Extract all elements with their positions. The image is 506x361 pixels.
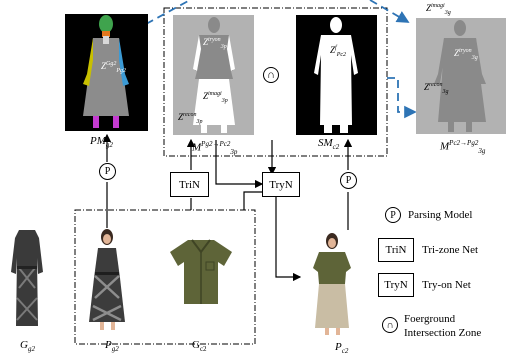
label-pm-g2: PMg2 (90, 135, 113, 150)
m3g-recon-text: Zrecon3g (424, 82, 449, 95)
person-pc2-image (305, 232, 359, 337)
silhouette-mask-panel: ZfPc2 (296, 15, 377, 135)
label-p-g2: Pg2 (105, 339, 119, 354)
label-sm-c2: SMc2 (318, 137, 340, 152)
parsing-map-figure (83, 15, 129, 128)
arrow-m3p-to-tryn (215, 140, 264, 189)
parsing-node-left: P (99, 163, 116, 180)
person-dress-figure (89, 229, 125, 330)
label-m3g: MPc2→Pg23g (440, 139, 486, 155)
tri-zone-mask-panel: Ztryon3p Zimagi3p Zrecon3p (173, 15, 254, 135)
legend-intersection-label-1: Foerground (404, 313, 456, 325)
m3g-imagi-text: Zimagi3g (426, 3, 451, 16)
person-pg2-image (81, 228, 133, 332)
dashed-arrow-sm-to-m3g (387, 77, 417, 119)
legend-parsing-symbol: P (385, 207, 401, 223)
sm-latent-text: ZfPc2 (330, 45, 347, 58)
trin-node: TriN (170, 172, 209, 197)
garment-gg2-image (5, 228, 49, 328)
arrow-tryn-to-pc2 (275, 197, 302, 282)
legend-parsing-label: Parsing Model (408, 209, 473, 221)
parsing-map-panel: ZGg2Pg2 (65, 14, 148, 131)
tryn-node: TryN (262, 172, 300, 197)
legend-intersection-symbol: ∩ (382, 317, 398, 333)
tri-zone-figure (193, 17, 235, 133)
m3p-recon-text: Zrecon3p (178, 112, 203, 125)
dress-garment-figure (11, 230, 43, 326)
label-p-c2: Pc2 (335, 341, 349, 356)
m3g-figure (434, 20, 486, 132)
legend-tryn-label: Try-on Net (422, 279, 471, 291)
legend: P Parsing Model TriN Tri-zone Net TryN T… (372, 203, 506, 361)
garment-gc2-image (166, 234, 236, 306)
person-shirt-figure (313, 233, 351, 335)
silhouette-figure (314, 17, 358, 133)
dashed-arrow-top-right (369, 0, 410, 23)
m3p-imagi-text: Zimagi3p (203, 91, 228, 104)
legend-trin-box: TriN (378, 238, 414, 262)
arrow-gc2-to-tryn (243, 191, 262, 210)
legend-trin-label: Tri-zone Net (422, 244, 479, 256)
m3g-tryon-text: Ztryon3g (454, 48, 478, 61)
dashed-arrow-top-left (145, 0, 191, 25)
label-g-c2: Gc2 (192, 339, 207, 354)
label-g-g2: Gg2 (20, 339, 35, 354)
m3p-tryon-text: Ztryon3p (203, 37, 227, 50)
legend-intersection-label-2: Intersection Zone (404, 327, 482, 339)
pm-latent-text: ZGg2Pg2 (101, 61, 127, 74)
parsing-node-right: P (340, 172, 357, 189)
intersection-symbol: ∩ (263, 67, 279, 83)
mask-group-frame (163, 7, 388, 157)
input-group-frame (74, 209, 256, 345)
label-m3p: MPg2→Pc23p (192, 140, 238, 156)
legend-tryn-box: TryN (378, 273, 414, 297)
m3g-mask-panel: Ztryon3g Zrecon3g (416, 18, 506, 134)
shirt-garment-figure (170, 239, 232, 304)
